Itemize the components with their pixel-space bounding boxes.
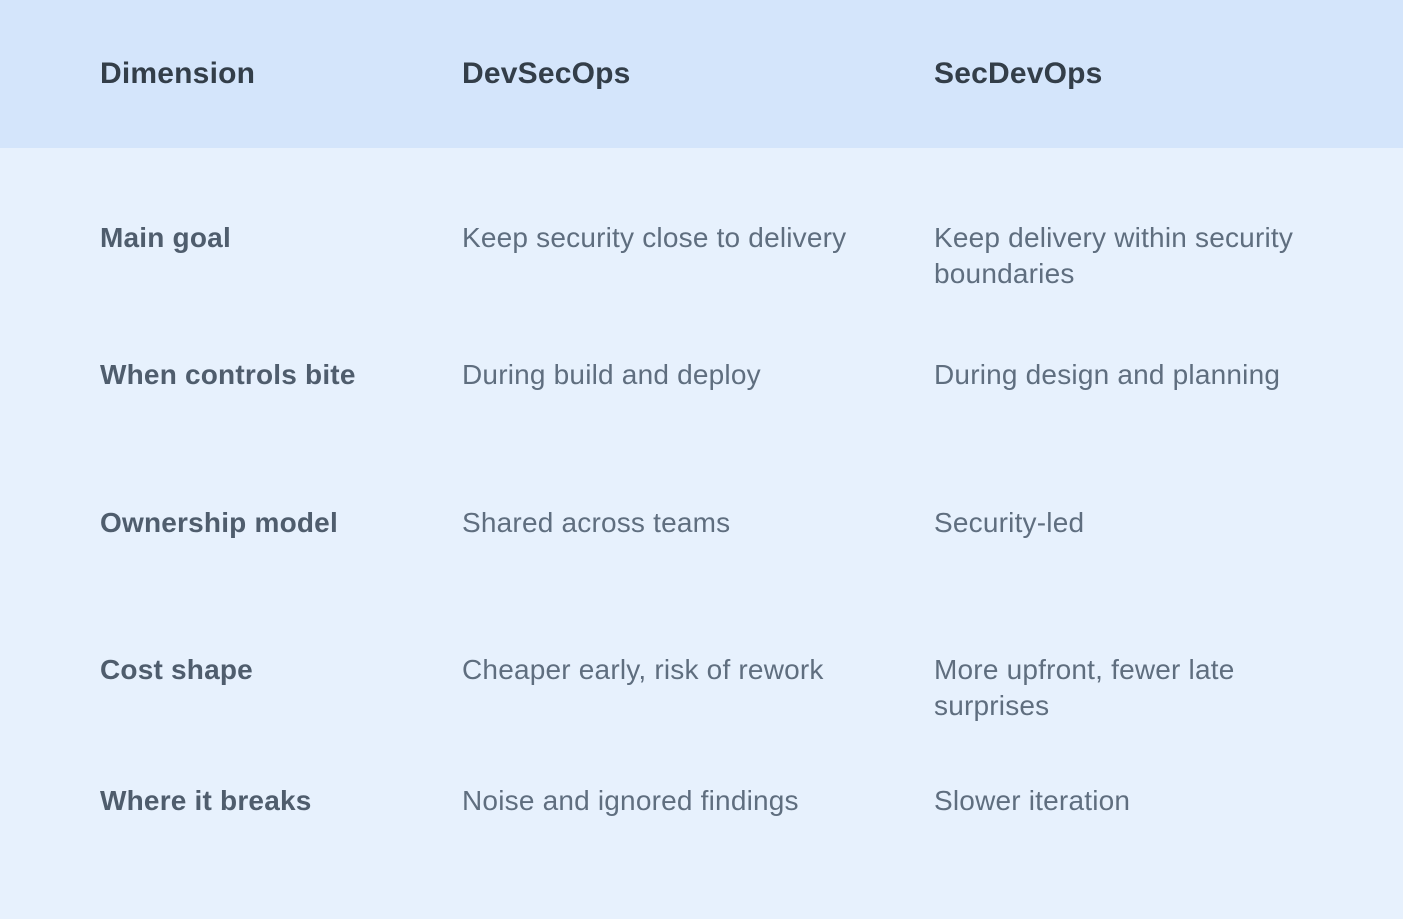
cell-secdevops: Security-led bbox=[934, 507, 1085, 538]
table-row: Cost shape Cheaper early, risk of rework… bbox=[0, 652, 1403, 783]
cell-devsecops: Cheaper early, risk of rework bbox=[462, 654, 824, 685]
row-label: Ownership model bbox=[100, 507, 338, 538]
column-header-dimension: Dimension bbox=[100, 57, 256, 90]
column-header-devsecops: DevSecOps bbox=[462, 57, 631, 90]
row-label: Where it breaks bbox=[100, 785, 312, 816]
table-row: Main goal Keep security close to deliver… bbox=[0, 220, 1403, 357]
cell-secdevops: Slower iteration bbox=[934, 785, 1131, 816]
table-header-row: Dimension DevSecOps SecDevOps bbox=[0, 0, 1403, 148]
table-row: When controls bite During build and depl… bbox=[0, 357, 1403, 505]
cell-secdevops: More upfront, fewer late surprises bbox=[934, 654, 1235, 721]
cell-devsecops: Shared across teams bbox=[462, 507, 731, 538]
row-label: Cost shape bbox=[100, 654, 253, 685]
column-header-secdevops: SecDevOps bbox=[934, 57, 1103, 90]
row-label: Main goal bbox=[100, 222, 231, 253]
table-row: Where it breaks Noise and ignored findin… bbox=[0, 783, 1403, 919]
row-label: When controls bite bbox=[100, 359, 356, 390]
cell-secdevops: During design and planning bbox=[934, 359, 1281, 390]
cell-devsecops: Noise and ignored findings bbox=[462, 785, 799, 816]
table-row: Ownership model Shared across teams Secu… bbox=[0, 505, 1403, 652]
cell-secdevops: Keep delivery within security boundaries bbox=[934, 222, 1294, 289]
cell-devsecops: During build and deploy bbox=[462, 359, 761, 390]
cell-devsecops: Keep security close to delivery bbox=[462, 222, 847, 253]
table-body: Main goal Keep security close to deliver… bbox=[0, 148, 1403, 919]
